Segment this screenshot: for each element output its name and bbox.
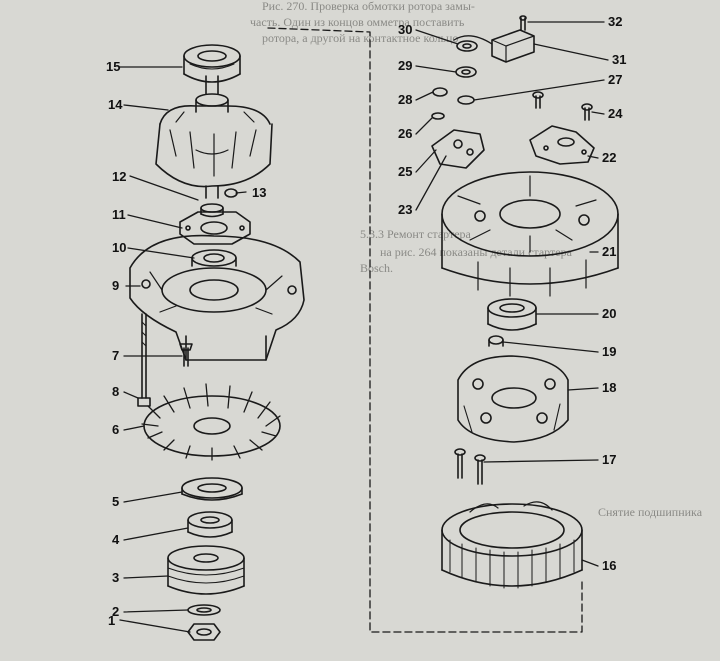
callout-29: 29 bbox=[398, 58, 412, 73]
ghost-line-3: ротора, а другой на контактное кольцо bbox=[262, 31, 458, 45]
callout-16: 16 bbox=[602, 558, 616, 573]
callout-12: 12 bbox=[112, 169, 126, 184]
callout-6: 6 bbox=[112, 422, 119, 437]
callout-3: 3 bbox=[112, 570, 119, 585]
ghost-bosch: Bosch. bbox=[360, 261, 393, 275]
callout-20: 20 bbox=[602, 306, 616, 321]
callout-21: 21 bbox=[602, 244, 616, 259]
part-pin-32 bbox=[519, 15, 527, 31]
part-housing-21 bbox=[441, 171, 619, 297]
part-rectifier-18 bbox=[457, 355, 569, 443]
callout-19: 19 bbox=[602, 344, 616, 359]
callout-7: 7 bbox=[112, 348, 119, 363]
callout-30: 30 bbox=[398, 22, 412, 37]
part-screw-24b bbox=[532, 91, 544, 109]
callout-8: 8 bbox=[112, 384, 119, 399]
callout-23: 23 bbox=[398, 202, 412, 217]
part-washer-26 bbox=[431, 112, 445, 120]
callout-18: 18 bbox=[602, 380, 616, 395]
leader-lines bbox=[119, 21, 609, 633]
callout-17: 17 bbox=[602, 452, 616, 467]
callout-15: 15 bbox=[106, 59, 120, 74]
part-bearing-20 bbox=[487, 298, 537, 331]
callout-28: 28 bbox=[398, 92, 412, 107]
ghost-line-2: часть. Один из концов омметра поставить bbox=[250, 15, 465, 29]
callout-2: 2 bbox=[112, 604, 119, 619]
ghost-heading-starter: 5.3.3 Ремонт стартера bbox=[360, 227, 472, 241]
assembly-link-line bbox=[267, 27, 583, 633]
part-spacer-12 bbox=[200, 203, 224, 218]
ghost-bottom-heading: Снятие подшипника bbox=[598, 505, 703, 519]
part-ring-30 bbox=[456, 40, 478, 52]
part-housing-9 bbox=[129, 234, 305, 361]
callout-5: 5 bbox=[112, 494, 119, 509]
callout-11: 11 bbox=[112, 207, 126, 222]
part-screws-17 bbox=[454, 448, 486, 485]
callout-13: 13 bbox=[252, 185, 266, 200]
part-terminal-25 bbox=[431, 129, 485, 169]
ghost-caption: Рис. 270. Проверка обмотки ротора замы- bbox=[262, 0, 475, 13]
callout-10: 10 bbox=[112, 240, 126, 255]
callout-25: 25 bbox=[398, 164, 412, 179]
callout-14: 14 bbox=[108, 97, 123, 112]
callout-9: 9 bbox=[112, 278, 119, 293]
part-screw-7 bbox=[179, 343, 193, 367]
part-nut-1 bbox=[187, 623, 221, 641]
part-fan-6 bbox=[141, 383, 281, 461]
part-bearing-15 bbox=[183, 44, 241, 83]
callout-32: 32 bbox=[608, 14, 622, 29]
callout-31: 31 bbox=[612, 52, 626, 67]
part-retainer-11 bbox=[179, 211, 251, 245]
part-rotor-14 bbox=[155, 75, 273, 199]
part-spacer-4 bbox=[187, 511, 233, 538]
callout-1: 1 bbox=[108, 613, 115, 628]
callout-4: 4 bbox=[112, 532, 120, 547]
part-pulley-3 bbox=[167, 545, 245, 595]
part-bracket-22 bbox=[529, 125, 595, 165]
callout-22: 22 bbox=[602, 150, 616, 165]
part-stator-16 bbox=[441, 501, 583, 589]
callout-27: 27 bbox=[608, 72, 622, 87]
part-washer-5 bbox=[181, 477, 243, 501]
part-screw-24 bbox=[581, 103, 593, 121]
callout-24: 24 bbox=[608, 106, 623, 121]
part-regulator-31 bbox=[453, 29, 535, 63]
callout-26: 26 bbox=[398, 126, 412, 141]
part-bushing-19 bbox=[488, 335, 504, 347]
